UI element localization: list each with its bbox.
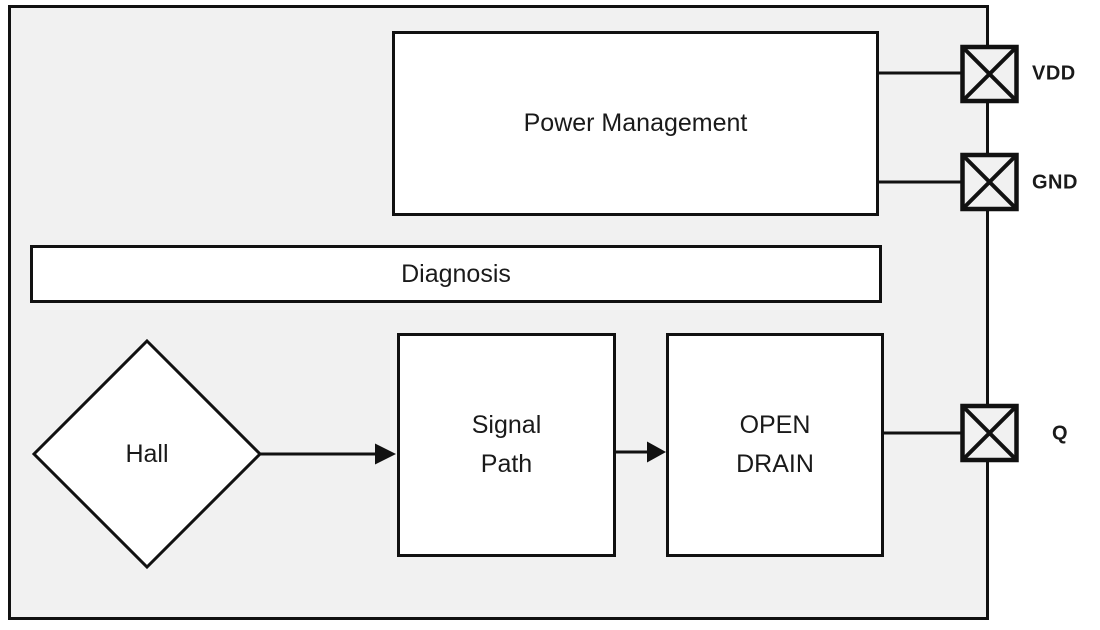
gnd-pad-icon [960,152,1019,212]
pin-label-vdd: VDD [1032,62,1076,85]
block-diagnosis: Diagnosis [30,245,882,303]
block-open-drain: OPEN DRAIN [666,333,884,557]
block-hall: Hall [34,341,260,567]
vdd-pad-icon [960,44,1019,104]
arrowhead-signalpath-to-opendrain-icon [647,441,666,463]
q-pad-icon [960,403,1019,463]
signal-path-label: Signal Path [471,411,542,478]
arrowhead-hall-to-signalpath-icon [375,443,396,465]
block-signal-path: Signal Path [397,333,616,557]
diagnosis-label: Diagnosis [401,259,511,288]
block-power-management: Power Management [392,31,879,216]
open-drain-label: OPEN DRAIN [736,411,814,478]
pin-label-q: Q [1052,422,1069,445]
power-management-label: Power Management [523,109,748,138]
hall-diamond-shape [31,338,263,570]
pin-label-gnd: GND [1032,171,1078,194]
hall-label: Hall [125,439,169,468]
